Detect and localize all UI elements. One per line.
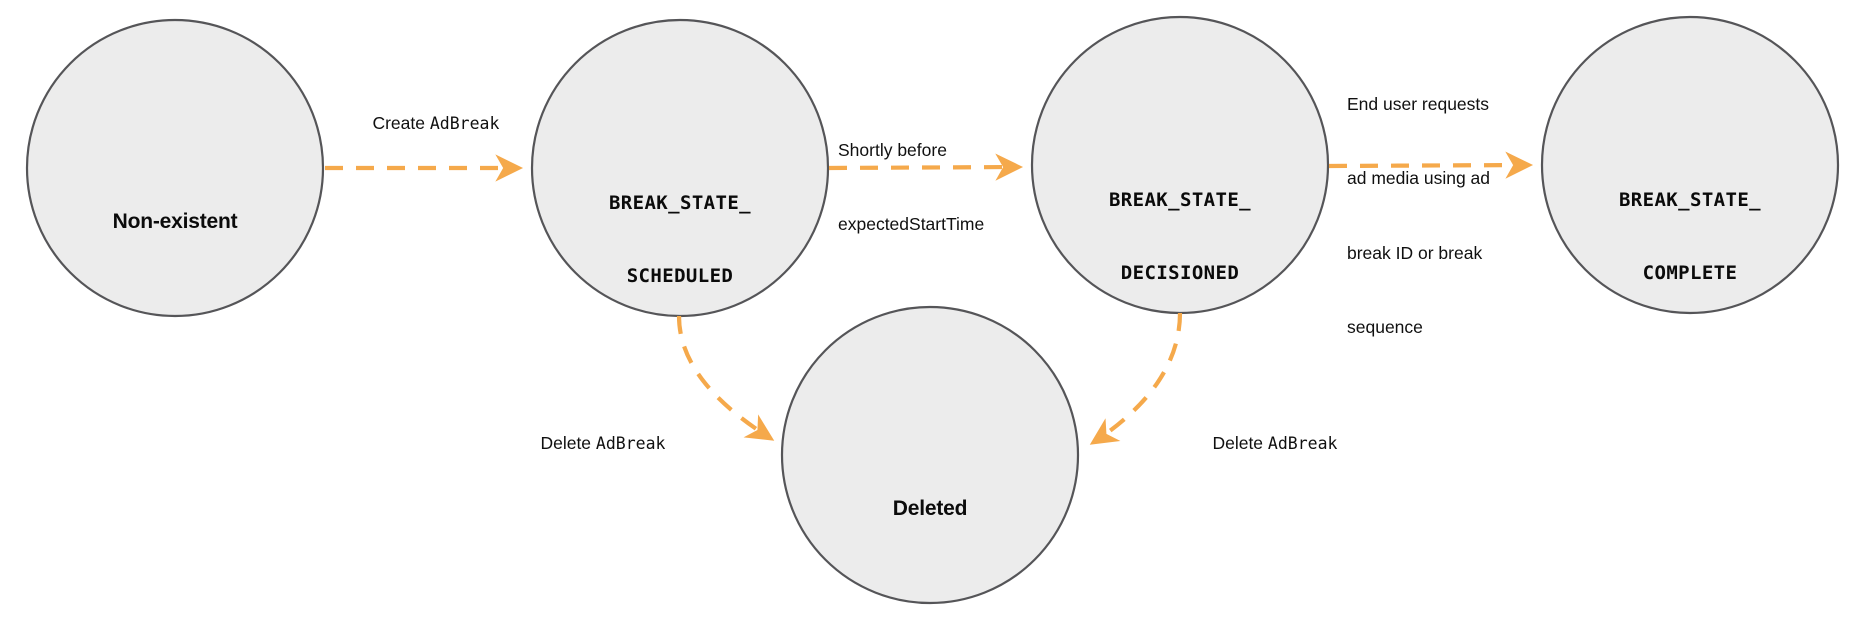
state-node-break-state-decisioned[interactable]: [1030, 15, 1330, 315]
edge-delete-adbreak-from-scheduled[interactable]: [676, 315, 775, 441]
state-node-non-existent[interactable]: [25, 18, 325, 318]
state-node-break-state-scheduled[interactable]: [530, 18, 830, 318]
state-node-break-state-complete[interactable]: [1540, 15, 1840, 315]
state-node-deleted[interactable]: [780, 305, 1080, 605]
edge-end-user-requests-ad-media[interactable]: [1328, 151, 1534, 179]
edge-delete-adbreak-from-decisioned[interactable]: [1089, 312, 1183, 445]
edge-shortly-before-expected-start-time[interactable]: [828, 153, 1024, 181]
